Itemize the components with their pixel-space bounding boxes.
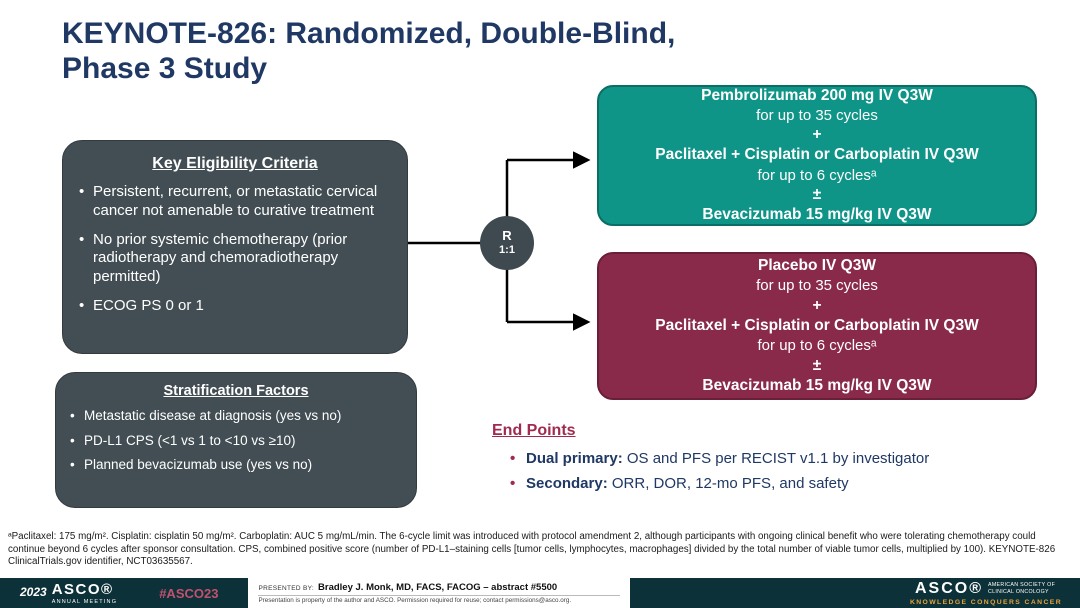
asco-wordmark: ASCO® — [914, 579, 983, 597]
stratification-heading: Stratification Factors — [163, 383, 309, 399]
slide-title: KEYNOTE-826: Randomized, Double-Blind, P… — [62, 17, 676, 86]
randomization-ratio: 1:1 — [499, 244, 515, 257]
footnote: ᵃPaclitaxel: 175 mg/m². Cisplatin: cispl… — [8, 531, 1056, 568]
arm-line: Pembrolizumab 200 mg IV Q3W — [701, 86, 933, 104]
endpoint-text: OS and PFS per RECIST v1.1 by investigat… — [622, 450, 930, 467]
arm-line: for up to 6 cyclesᵃ — [757, 337, 877, 355]
eligibility-box: Key Eligibility Criteria Persistent, rec… — [62, 140, 408, 354]
conference-hashtag: #ASCO23 — [159, 585, 219, 601]
arm-line: + — [812, 126, 822, 144]
meeting-year: 2023 — [20, 584, 47, 599]
endpoints-section: End Points Dual primary: OS and PFS per … — [492, 422, 1072, 498]
arm-line: Paclitaxel + Cisplatin or Carboplatin IV… — [655, 316, 979, 334]
presented-by-label: Presented By: — [258, 585, 315, 592]
endpoint-text: ORR, DOR, 12-mo PFS, and safety — [607, 475, 849, 492]
arm-line: ± — [812, 356, 822, 374]
meeting-name: ASCO® — [51, 580, 114, 598]
stratification-bullet: Planned bevacizumab use (yes vs no) — [70, 456, 402, 474]
asco-society-name: AMERICAN SOCIETY OF CLINICAL ONCOLOGY — [988, 581, 1056, 595]
arm-line: + — [812, 296, 822, 314]
permission-disclaimer: Presentation is property of the author a… — [258, 595, 621, 604]
randomization-node: R 1:1 — [480, 216, 534, 270]
presenter-panel: Presented By: Bradley J. Monk, MD, FACS,… — [248, 578, 631, 608]
eligibility-bullet: ECOG PS 0 or 1 — [79, 297, 391, 316]
arm-line: for up to 35 cycles — [756, 106, 878, 124]
eligibility-bullet: No prior systemic chemotherapy (prior ra… — [79, 231, 391, 287]
meeting-subtitle: ANNUAL MEETING — [51, 598, 118, 605]
endpoints-heading: End Points — [492, 422, 576, 439]
stratification-list: Metastatic disease at diagnosis (yes vs … — [70, 407, 402, 474]
endpoint-item: Secondary: ORR, DOR, 12-mo PFS, and safe… — [510, 473, 1072, 494]
arm-line: Paclitaxel + Cisplatin or Carboplatin IV… — [655, 146, 979, 164]
endpoint-item: Dual primary: OS and PFS per RECIST v1.1… — [510, 448, 1072, 469]
arm-line: for up to 35 cycles — [756, 277, 878, 295]
pembrolizumab-arm-box: Pembrolizumab 200 mg IV Q3W for up to 35… — [597, 85, 1037, 226]
presenter-name: Bradley J. Monk, MD, FACS, FACOG – abstr… — [318, 582, 558, 593]
asco-annual-meeting-logo: 2023 ASCO® ANNUAL MEETING — [20, 582, 117, 605]
eligibility-heading: Key Eligibility Criteria — [152, 155, 318, 172]
eligibility-list: Persistent, recurrent, or metastatic cer… — [79, 183, 391, 316]
footer-bar: 2023 ASCO® ANNUAL MEETING #ASCO23 Presen… — [0, 578, 1080, 608]
arm-line: Bevacizumab 15 mg/kg IV Q3W — [702, 206, 932, 224]
endpoints-list: Dual primary: OS and PFS per RECIST v1.1… — [492, 448, 1072, 494]
arm-line: for up to 6 cyclesᵃ — [757, 166, 877, 184]
asco-society-logo: ASCO® AMERICAN SOCIETY OF CLINICAL ONCOL… — [909, 579, 1062, 606]
arm-line: Bevacizumab 15 mg/kg IV Q3W — [702, 376, 932, 394]
stratification-bullet: PD-L1 CPS (<1 vs 1 to <10 vs ≥10) — [70, 432, 402, 450]
stratification-box: Stratification Factors Metastatic diseas… — [55, 372, 417, 508]
eligibility-bullet: Persistent, recurrent, or metastatic cer… — [79, 183, 391, 221]
stratification-bullet: Metastatic disease at diagnosis (yes vs … — [70, 407, 402, 425]
endpoint-label: Secondary: — [526, 475, 608, 492]
randomization-letter: R — [502, 228, 512, 244]
asco-tagline: KNOWLEDGE CONQUERS CANCER — [909, 598, 1062, 606]
arm-line: Placebo IV Q3W — [757, 257, 876, 275]
endpoint-label: Dual primary: — [526, 450, 623, 467]
arm-line: ± — [812, 186, 822, 204]
placebo-arm-box: Placebo IV Q3W for up to 35 cycles + Pac… — [597, 252, 1037, 400]
